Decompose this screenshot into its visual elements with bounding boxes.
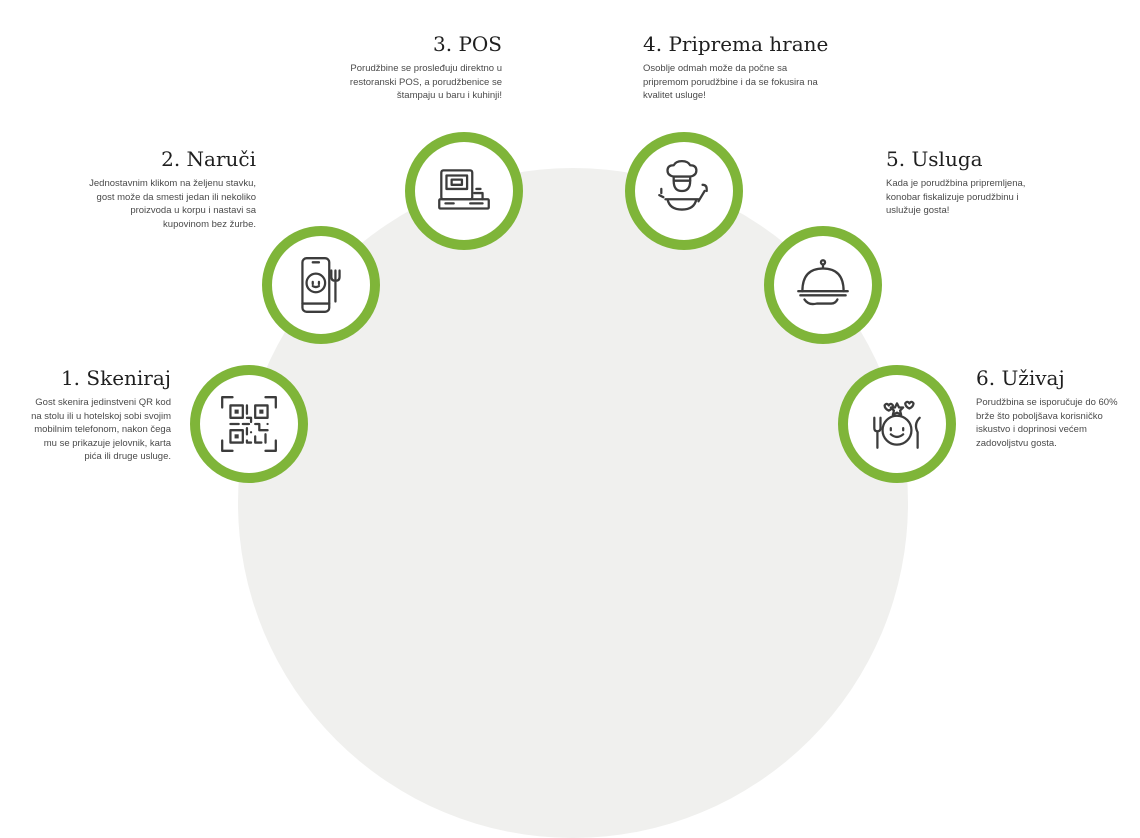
- step-6-title: 6. Uživaj: [976, 366, 1065, 390]
- step-6-text: 6. Uživaj Porudžbina se isporučuje do 60…: [976, 366, 1124, 450]
- step-4-title: 4. Priprema hrane: [643, 32, 829, 56]
- step-4-description: Osoblje odmah može da počne sa pripremom…: [643, 63, 818, 101]
- chef-icon: [658, 159, 708, 211]
- step-2-title: 2. Naruči: [161, 147, 256, 171]
- step-6-description: Porudžbina se isporučuje do 60% brže što…: [976, 397, 1118, 449]
- step-2-description: Jednostavnim klikom na željenu stavku, g…: [89, 178, 256, 230]
- pos-terminal-icon: [438, 169, 490, 210]
- step-2-circle: [262, 226, 380, 344]
- step-1-description: Gost skenira jedinstveni QR kod na stolu…: [31, 397, 171, 462]
- qr-code-icon: [221, 396, 277, 452]
- step-5-description: Kada je porudžbina pripremljena, konobar…: [886, 178, 1026, 216]
- step-4-text: 4. Priprema hrane Osoblje odmah može da …: [643, 32, 829, 103]
- step-6-circle: [838, 365, 956, 483]
- step-5-text: 5. Usluga Kada je porudžbina pripremljen…: [886, 147, 1056, 218]
- step-5-circle: [764, 226, 882, 344]
- step-2-text: 2. Naruči Jednostavnim klikom na željenu…: [86, 147, 256, 231]
- step-1-title: 1. Skeniraj: [60, 366, 171, 390]
- step-1-circle: [190, 365, 308, 483]
- step-3-description: Porudžbine se prosleđuju direktno u rest…: [349, 63, 502, 101]
- cloche-icon: [797, 259, 849, 306]
- step-3-circle: [405, 132, 523, 250]
- step-4-circle: [625, 132, 743, 250]
- step-3-text: 3. POS Porudžbine se prosleđuju direktno…: [318, 32, 502, 103]
- step-5-title: 5. Usluga: [886, 147, 983, 171]
- phone-menu-icon: [301, 257, 341, 313]
- step-3-title: 3. POS: [433, 32, 502, 56]
- step-1-text: 1. Skeniraj Gost skenira jedinstveni QR …: [28, 366, 171, 464]
- happy-plate-icon: [873, 400, 921, 449]
